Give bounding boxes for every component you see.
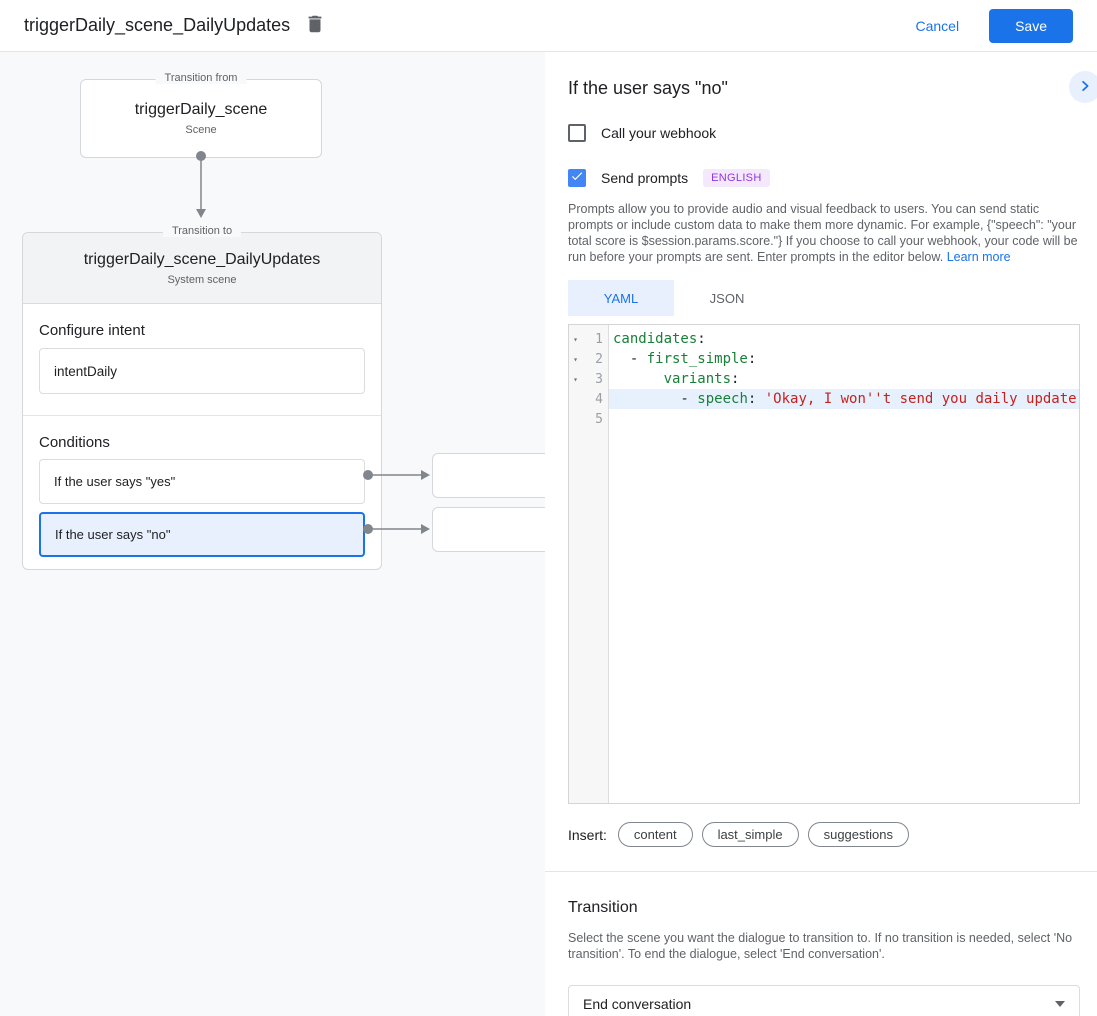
- to-scene-name: triggerDaily_scene_DailyUpdates: [83, 250, 321, 268]
- gutter-row: ▾1: [569, 329, 608, 349]
- transition-description: Select the scene you want the dialogue t…: [568, 931, 1073, 961]
- check-icon: [570, 169, 584, 188]
- panel-title: If the user says "no": [568, 78, 728, 98]
- condition-yes-arrow: [363, 470, 430, 480]
- code-line: - first_simple:: [613, 351, 757, 367]
- condition-no-arrow: [363, 524, 430, 534]
- collapse-panel-button[interactable]: [1069, 71, 1097, 103]
- webhook-row: Call your webhook: [568, 124, 1080, 142]
- code-line: candidates:: [613, 331, 706, 347]
- insert-chip-last-simple[interactable]: last_simple: [701, 822, 799, 847]
- gutter-row: ▾3: [569, 369, 608, 389]
- condition-item-no[interactable]: If the user says "no": [39, 512, 365, 557]
- transition-section-title: Transition: [568, 899, 638, 916]
- page-title: triggerDaily_scene_DailyUpdates: [24, 15, 291, 35]
- intent-field[interactable]: intentDaily: [39, 348, 365, 394]
- line-number: 2: [595, 351, 603, 367]
- webhook-label: Call your webhook: [601, 125, 717, 141]
- dropdown-caret-icon: [1055, 1001, 1065, 1007]
- gutter-row: 4: [569, 389, 608, 409]
- line-number: 1: [595, 331, 603, 347]
- learn-more-link[interactable]: Learn more: [946, 250, 1011, 264]
- topbar: triggerDaily_scene_DailyUpdates Cancel S…: [0, 0, 1097, 52]
- send-prompts-row: Send prompts ENGLISH: [568, 169, 1080, 187]
- prompt-code-editor[interactable]: ▾1 ▾2 ▾3 4 5 candidates: - first_simple:…: [568, 324, 1080, 804]
- condition-yes-target-stub[interactable]: [432, 453, 545, 498]
- transition-select[interactable]: End conversation: [568, 985, 1080, 1016]
- insert-label: Insert:: [568, 826, 607, 843]
- transition-to-card: Transition to triggerDaily_scene_DailyUp…: [22, 225, 382, 570]
- fold-arrow-icon[interactable]: ▾: [573, 374, 578, 384]
- gutter-row: ▾2: [569, 349, 608, 369]
- trash-icon: [304, 13, 326, 38]
- conditions-label: Conditions: [39, 434, 110, 451]
- main-layout: Transition from triggerDaily_scene Scene…: [0, 52, 1097, 1016]
- tab-yaml[interactable]: YAML: [568, 280, 674, 316]
- line-number: 3: [595, 371, 603, 387]
- editor-gutter: ▾1 ▾2 ▾3 4 5: [569, 325, 609, 803]
- scene-diagram-canvas: Transition from triggerDaily_scene Scene…: [0, 52, 545, 1016]
- fold-arrow-icon[interactable]: ▾: [573, 354, 578, 364]
- code-line-active: - speech: 'Okay, I won''t send you daily…: [609, 389, 1079, 409]
- delete-button[interactable]: [304, 13, 326, 38]
- transition-from-legend: Transition from: [155, 72, 247, 84]
- editor-code-area[interactable]: candidates: - first_simple: variants: - …: [609, 325, 1079, 803]
- editor-format-tabs: YAML JSON: [568, 280, 1080, 316]
- configure-intent-label: Configure intent: [39, 322, 145, 339]
- from-scene-type: Scene: [185, 124, 217, 136]
- tab-json[interactable]: JSON: [709, 290, 745, 306]
- transition-from-node[interactable]: Transition from triggerDaily_scene Scene: [80, 72, 322, 158]
- line-number: 4: [595, 391, 603, 407]
- cancel-button[interactable]: Cancel: [915, 17, 960, 34]
- section-divider: [545, 871, 1097, 872]
- code-line: variants:: [663, 371, 740, 387]
- line-number: 5: [595, 411, 603, 427]
- conditions-section: Conditions If the user says "yes" If the…: [23, 416, 381, 575]
- fold-arrow-icon[interactable]: ▾: [573, 334, 578, 344]
- condition-item-yes[interactable]: If the user says "yes": [39, 459, 365, 504]
- language-badge: ENGLISH: [703, 169, 770, 187]
- gutter-row: 5: [569, 409, 608, 429]
- send-prompts-label: Send prompts: [601, 170, 689, 186]
- insert-row: Insert: content last_simple suggestions: [568, 822, 1080, 847]
- prompts-description: Prompts allow you to provide audio and v…: [568, 201, 1080, 265]
- chevron-right-icon: [1076, 77, 1094, 98]
- transition-to-node[interactable]: triggerDaily_scene_DailyUpdates System s…: [23, 233, 381, 304]
- flow-arrow-down: [196, 151, 206, 218]
- prompts-description-text: Prompts allow you to provide audio and v…: [568, 202, 1078, 264]
- webhook-checkbox[interactable]: [568, 124, 586, 142]
- transition-select-value: End conversation: [583, 996, 692, 1012]
- transition-to-legend: Transition to: [162, 225, 242, 237]
- code-line: [609, 409, 1079, 429]
- configure-intent-section: Configure intent intentDaily: [23, 304, 381, 416]
- from-scene-name: triggerDaily_scene: [134, 101, 268, 118]
- insert-chip-suggestions[interactable]: suggestions: [807, 822, 909, 847]
- insert-chip-content[interactable]: content: [617, 822, 693, 847]
- send-prompts-checkbox[interactable]: [568, 169, 586, 187]
- condition-edit-panel: If the user says "no" Call your webhook …: [545, 52, 1097, 1016]
- save-button[interactable]: Save: [989, 8, 1073, 43]
- to-scene-type: System scene: [167, 273, 237, 286]
- condition-no-target-stub[interactable]: [432, 507, 545, 552]
